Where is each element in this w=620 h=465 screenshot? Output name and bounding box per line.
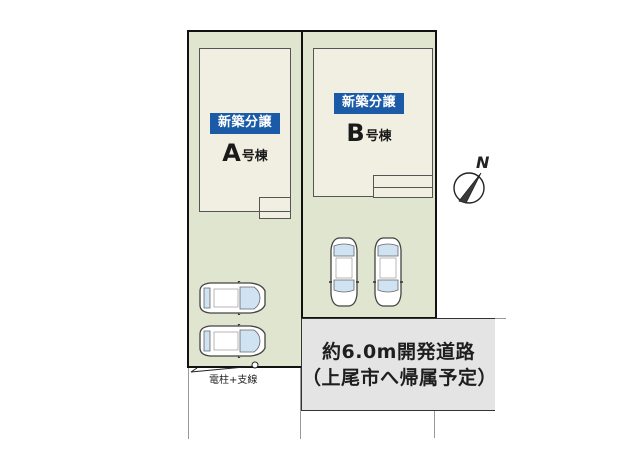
development-road: 約6.0m開発道路 （上尾市へ帰属予定） — [301, 318, 498, 411]
unit-suffix-a: 号棟 — [241, 149, 268, 164]
unit-label-b: B 号棟 — [334, 119, 404, 145]
road-width-label: 約6.0m開発道路 — [322, 340, 475, 363]
car-icon — [199, 281, 266, 315]
road-ownership-label: （上尾市へ帰属予定） — [302, 366, 498, 389]
building-b: 新築分譲 B 号棟 — [313, 48, 433, 197]
unit-label-a: A 号棟 — [210, 139, 280, 165]
road-edge-line-right — [494, 318, 506, 319]
utility-pole-icon — [190, 361, 259, 373]
step-line — [374, 187, 432, 188]
unit-suffix-b: 号棟 — [365, 129, 392, 144]
car-icon — [373, 237, 403, 307]
entrance-step-a — [259, 197, 291, 219]
north-arrow-icon: N — [453, 153, 490, 204]
unit-letter-b: B — [346, 119, 365, 147]
road-edge-line-left — [188, 367, 189, 439]
new-sale-badge-a: 新築分譲 — [210, 113, 280, 134]
north-label: N — [476, 153, 490, 172]
road-edge-line-right-lower — [434, 410, 435, 438]
unit-letter-a: A — [222, 139, 241, 167]
utility-pole-label: 電柱+支線 — [209, 375, 258, 386]
entrance-step-b — [373, 175, 433, 198]
building-a: 新築分譲 A 号棟 — [199, 48, 291, 212]
car-icon — [329, 237, 359, 307]
road-edge-line-mid — [300, 367, 301, 439]
step-line — [260, 211, 290, 212]
car-icon — [199, 324, 266, 358]
new-sale-badge-b: 新築分譲 — [334, 93, 404, 114]
